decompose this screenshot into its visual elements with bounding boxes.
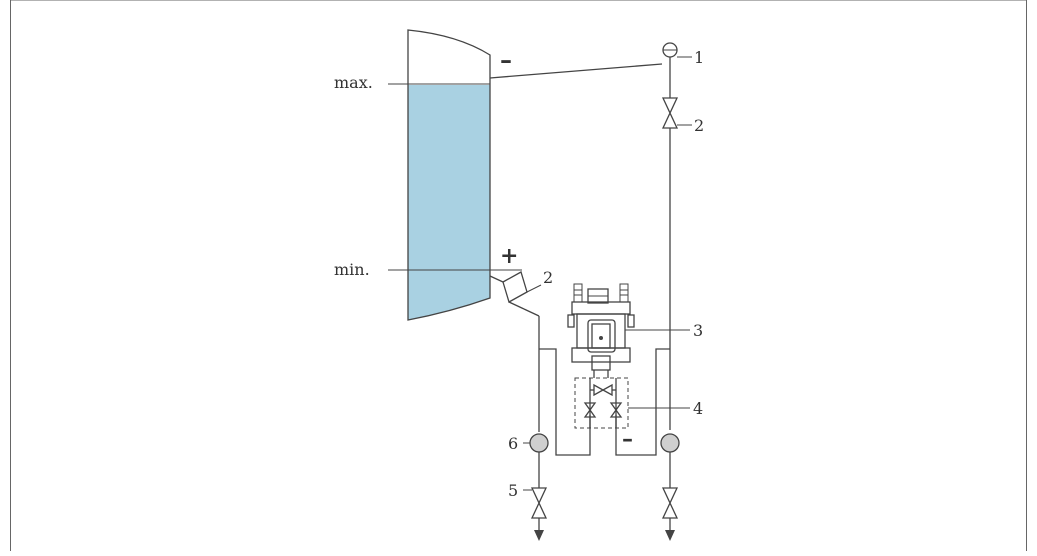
callout-4: 4 <box>693 399 703 418</box>
tank-outline <box>407 29 491 321</box>
pressure-transmitter <box>567 283 635 378</box>
diagram-frame <box>10 0 1027 556</box>
callout-3: 3 <box>693 321 703 340</box>
callout-6: 6 <box>508 434 518 453</box>
condensate-pot-left <box>529 433 549 453</box>
drain-valve-left <box>530 487 548 519</box>
callout-1: 1 <box>694 48 704 67</box>
callout-5: 5 <box>508 481 518 500</box>
max-label: max. <box>334 73 373 92</box>
callout-leaders <box>523 56 692 491</box>
liquid-fill <box>408 85 490 320</box>
connection-brackets <box>539 348 670 456</box>
callout-2-left: 2 <box>543 268 553 287</box>
plus-impulse-line <box>489 271 549 541</box>
drain-arrow-left <box>534 530 544 541</box>
tank <box>407 29 491 321</box>
plus-sign: + <box>500 243 518 269</box>
minus-sign-bottom: – <box>622 426 633 452</box>
drain-valve-right <box>661 487 679 519</box>
min-label: min. <box>334 260 370 279</box>
minus-sign-top: – <box>500 45 512 74</box>
valve-manifold <box>574 377 629 429</box>
valve-2-left <box>502 271 528 303</box>
callout-2-right: 2 <box>694 116 704 135</box>
minus-impulse-line <box>489 42 680 541</box>
valve-2-right <box>661 97 679 129</box>
drain-arrow-right <box>665 530 675 541</box>
condensate-pot-right <box>660 433 680 453</box>
